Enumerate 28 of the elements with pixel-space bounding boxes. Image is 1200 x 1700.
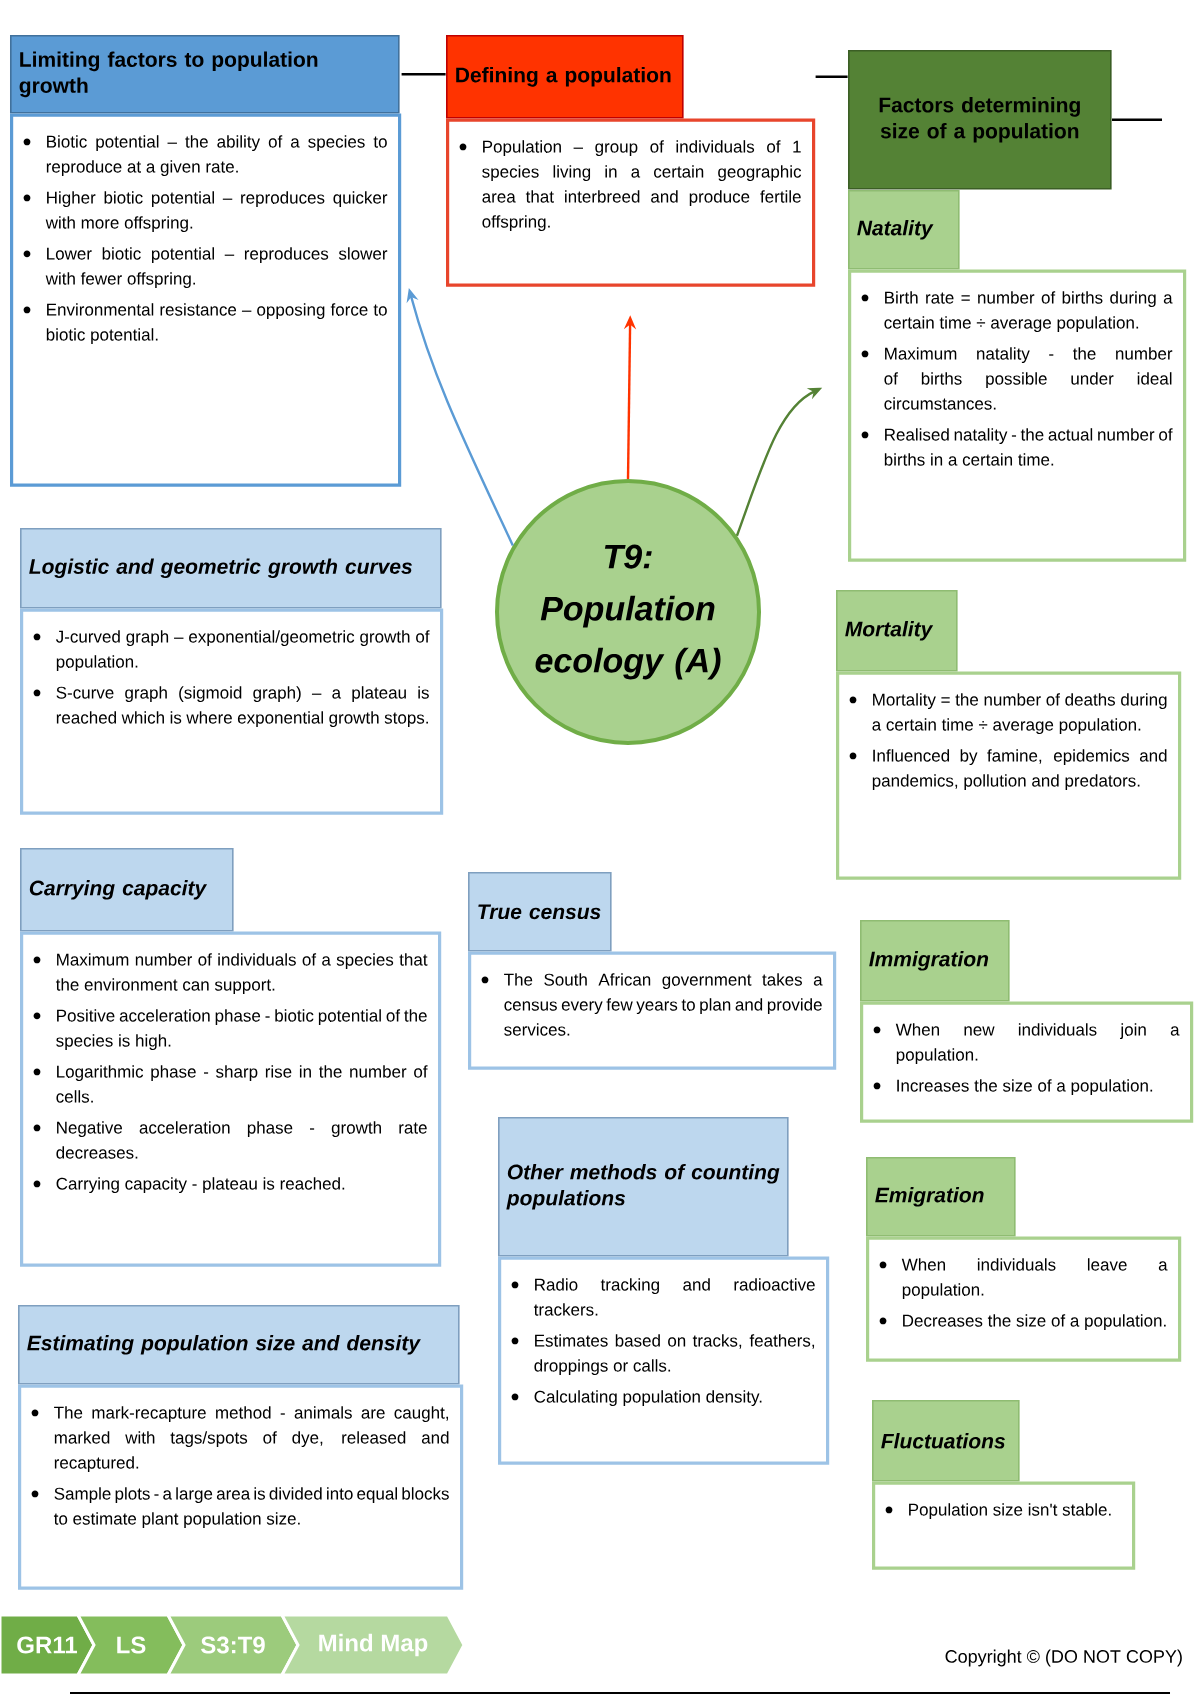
- node-label: Logistic and geometric growth curves: [29, 558, 412, 579]
- breadcrumb-chevron: Mind Map: [279, 1613, 466, 1677]
- node-label: Estimating population size and density: [27, 1335, 421, 1355]
- topic-card: Defining a population Population – group of individuals of 1 species living in a certain geographic area that interbreed and produce fertile offspring.: [446, 35, 816, 287]
- topic-card: Emigration When individuals leave a population. Decreases the size of a population.: [866, 1157, 1182, 1362]
- topic-card: Factors determining size of a population: [848, 50, 1112, 190]
- node-label: Mortality: [845, 621, 934, 641]
- topic-card: Fluctuations Population size isn't stable.: [872, 1400, 1136, 1570]
- topic-card: Carrying capacity Maximum number of individuals of a species that the environment can support. Positive acceleration phase - biotic potential of the species is high. Logarithmic phase - sharp rise in the number of cells. Negative acceleration phase - growth rate decreases. Carrying capacity - plateau is reached.: [20, 848, 442, 1267]
- node-label: Carrying capacity: [29, 880, 208, 900]
- topic-card: Immigration When new individuals join a population. Increases the size of a population.: [860, 920, 1194, 1123]
- node-label: Immigration: [869, 951, 989, 971]
- topic-card: Other methods of counting populations Radio tracking and radioactive trackers. Estimates based on tracks, feathers, droppings or calls. Calculating population density.: [498, 1117, 830, 1465]
- node-label: True census: [478, 904, 601, 920]
- topic-card: Limiting factors to population growth Biotic potential – the ability of a species to reproduce at a given rate. Higher biotic potential – reproduces quicker with more offspring. Lower biotic potential – reproduces slower with fewer offspring. Environmental resistance – opposing force to biotic potential.: [10, 35, 402, 487]
- breadcrumb-chevron: S3:T9: [165, 1613, 300, 1677]
- node-label: Natality: [857, 220, 934, 240]
- node-label: Fluctuations: [881, 1433, 1005, 1449]
- node-label: Defining a population: [456, 66, 671, 87]
- topic-card: True census The South African government takes a census every few years to plan and provide services.: [468, 872, 837, 1070]
- topic-card: Mortality Mortality = the number of deaths during a certain time ÷ average population. Influenced by famine, epidemics and pandemics, pollution and predators.: [836, 590, 1182, 880]
- node-label: Emigration: [875, 1187, 984, 1207]
- topic-card: Estimating population size and density The mark-recapture method - animals are caught, marked with tags/spots of dye, released and recaptured. Sample plots - a large area is divided into equal blocks to estimate plant population size.: [18, 1305, 464, 1590]
- topic-card: Natality Birth rate = number of births during a certain time ÷ average population. Maximum natality - the number of births possible under ideal circumstances. Realised natality - the actual number of births in a certain time.: [848, 190, 1187, 562]
- topic-card: Logistic and geometric growth curves J-curved graph – exponential/geometric growth of population. S-curve graph (sigmoid graph) – a plateau is reached which is where exponential growth stops.: [20, 528, 444, 815]
- node-label: Limiting factors to population growth: [19, 51, 318, 98]
- node-label: Other methods of counting populations: [506, 1164, 780, 1210]
- copyright-note: Copyright © (DO NOT COPY): [945, 1649, 1182, 1667]
